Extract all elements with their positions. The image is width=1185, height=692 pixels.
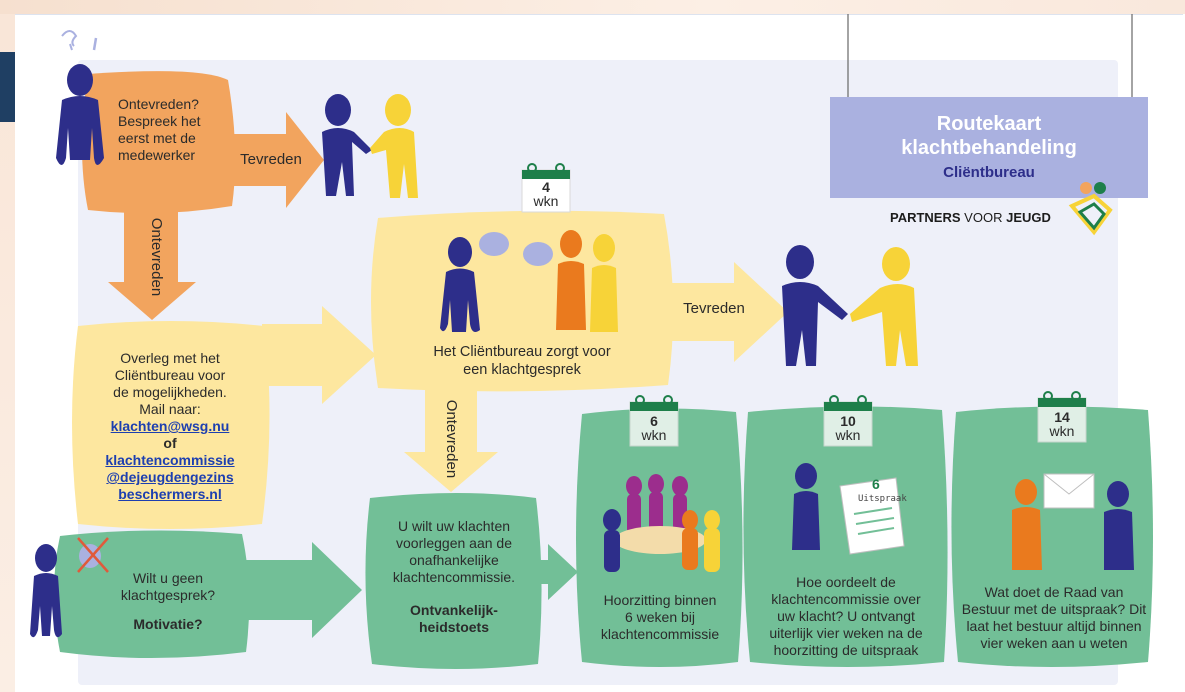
step1-line: eerst met de	[118, 130, 196, 146]
conversation-figures-icon	[440, 230, 618, 332]
doc-number: 6	[872, 476, 880, 492]
horen-line: Hoorzitting binnen	[603, 592, 717, 608]
gesprek-weeks-num: 4	[542, 179, 550, 195]
arrow-tevreden-2-shape	[664, 262, 788, 362]
step1-line: Ontevreden?	[118, 96, 199, 112]
handshake-large-icon	[782, 245, 918, 366]
geen-text: Wilt u geen klachtgesprek? Motivatie?	[110, 570, 226, 633]
oordeel-line: klachtencommissie over	[771, 591, 921, 607]
raad-line: Bestuur met de uitspraak? Dit	[961, 601, 1147, 617]
arrow-tevreden-1-shape	[226, 112, 324, 208]
voorleggen-line: U wilt uw klachten	[397, 518, 511, 534]
verdict-document-icon	[792, 463, 905, 555]
title-box	[830, 97, 1148, 198]
email2-line: @dejeugdengezins	[106, 469, 234, 485]
overleg-of: of	[163, 435, 177, 451]
raad-line: laat het bestuur altijd binnen	[966, 618, 1142, 634]
voorleggen-line: klachtencommissie.	[392, 569, 516, 585]
oordeel-line: uw klacht? U ontvangt	[777, 608, 915, 624]
overleg-line: Cliëntbureau voor	[114, 367, 226, 383]
email-link-klachten[interactable]: klachten@wsg.nu	[110, 418, 230, 434]
arrow-label-ontevreden-1: Ontevreden	[148, 217, 165, 297]
overleg-text: Overleg met het Cliëntbureau voor de mog…	[84, 350, 256, 503]
top-gradient-band	[0, 0, 1185, 14]
gesprek-text: Het Cliëntbureau zorgt voor een klachtge…	[384, 344, 660, 379]
box-oordeel-shape	[743, 406, 948, 667]
voorleggen-line: onafhankelijke	[409, 552, 499, 568]
box-ontevreden-shape	[82, 71, 236, 214]
box-overleg-shape	[72, 321, 270, 529]
raad-line: vier weken aan u weten	[980, 635, 1128, 651]
logo-text-partners: PARTNERS	[890, 210, 961, 225]
calendar-4-icon	[521, 163, 571, 213]
gesprek-weeks-unit: wkn	[533, 193, 559, 209]
oordeel-line: uiterlijk vier weken na de	[769, 625, 923, 641]
sad-person-cross-icon	[30, 537, 109, 638]
arrow-ontevreden-2-shape	[404, 384, 498, 492]
worried-person-icon	[56, 30, 104, 165]
logo-text: PARTNERS VOOR JEUGD	[890, 210, 1051, 225]
box-geen-shape	[54, 530, 250, 658]
step1-line: Bespreek het	[118, 113, 201, 129]
box-voorleggen-shape	[365, 493, 542, 669]
arrow-geen-shape	[242, 542, 362, 638]
handshake-small-icon	[322, 94, 418, 198]
box-raad-shape	[951, 406, 1153, 667]
oordeel-line: Hoe oordeelt de	[796, 574, 896, 590]
oordeel-weeks-num: 10	[840, 413, 856, 429]
calendar-14-icon	[1037, 391, 1087, 443]
logo-text-voor: VOOR	[964, 210, 1003, 225]
oordeel-line: hoorzitting de uitspraak	[773, 642, 919, 658]
raad-weeks-unit: wkn	[1049, 423, 1075, 439]
calendar-6-icon	[629, 395, 679, 447]
title-line-2: klachtbehandeling	[901, 137, 1077, 159]
email-link-klachtencommissie[interactable]: klachtencommissie @dejeugdengezins besch…	[84, 452, 256, 503]
logo-text-jeugd: JEUGD	[1006, 210, 1051, 225]
geen-line: Wilt u geen	[132, 570, 204, 586]
overleg-line: de mogelijkheden.	[113, 384, 227, 400]
hearing-group-icon	[603, 474, 720, 572]
board-envelope-icon	[1012, 473, 1134, 570]
partners-voor-jeugd-logo	[1068, 182, 1113, 236]
raad-line: Wat doet de Raad van	[984, 584, 1124, 600]
arrow-voorleggen-shape	[532, 544, 578, 600]
arrow-label-tevreden-2: Tevreden	[683, 300, 745, 317]
step1-text: Ontevreden? Bespreek het eerst met de me…	[118, 96, 224, 164]
title-line-1: Routekaart	[936, 113, 1042, 135]
gesprek-line: een klachtgesprek	[463, 361, 581, 378]
horen-line: klachtencommissie	[600, 626, 720, 642]
horen-text: Hoorzitting binnen 6 weken bij klachtenc…	[584, 592, 736, 643]
voorleggen-bold-line: Ontvankelijk-	[410, 602, 498, 618]
gesprek-line: Het Cliëntbureau zorgt voor	[433, 344, 611, 360]
left-navy-block	[0, 52, 15, 122]
email2-line: beschermers.nl	[118, 486, 222, 502]
arrow-label-ontevreden-2: Ontevreden	[443, 399, 460, 479]
voorleggen-bold-line: heidstoets	[418, 619, 489, 635]
step1-line: medewerker	[118, 147, 196, 163]
calendar-10-icon	[823, 395, 873, 447]
oordeel-weeks-unit: wkn	[835, 427, 861, 443]
raad-weeks-num: 14	[1054, 409, 1070, 425]
arrow-overleg-shape	[262, 306, 376, 404]
voorleggen-line: voorleggen aan de	[396, 535, 512, 551]
raad-text: Wat doet de Raad van Bestuur met de uits…	[958, 584, 1150, 652]
overleg-line: Overleg met het	[120, 350, 220, 366]
geen-line: klachtgesprek?	[120, 587, 216, 603]
overleg-line: Mail naar:	[139, 401, 201, 417]
geen-motivatie: Motivatie?	[133, 616, 203, 632]
email2-line: klachtencommissie	[105, 452, 235, 468]
left-gradient-band	[0, 14, 15, 692]
horen-line: 6 weken bij	[624, 609, 696, 625]
voorleggen-text: U wilt uw klachten voorleggen aan de ona…	[374, 518, 534, 636]
title-subtitle: Cliëntbureau	[943, 164, 1035, 181]
arrow-label-tevreden-1: Tevreden	[240, 151, 302, 168]
oordeel-text: Hoe oordeelt de klachtencommissie over u…	[750, 574, 942, 659]
arrow-ontevreden-1-shape	[108, 200, 196, 320]
doc-title: Uitspraak	[858, 494, 907, 504]
horen-weeks-unit: wkn	[641, 427, 667, 443]
horen-weeks-num: 6	[650, 413, 658, 429]
